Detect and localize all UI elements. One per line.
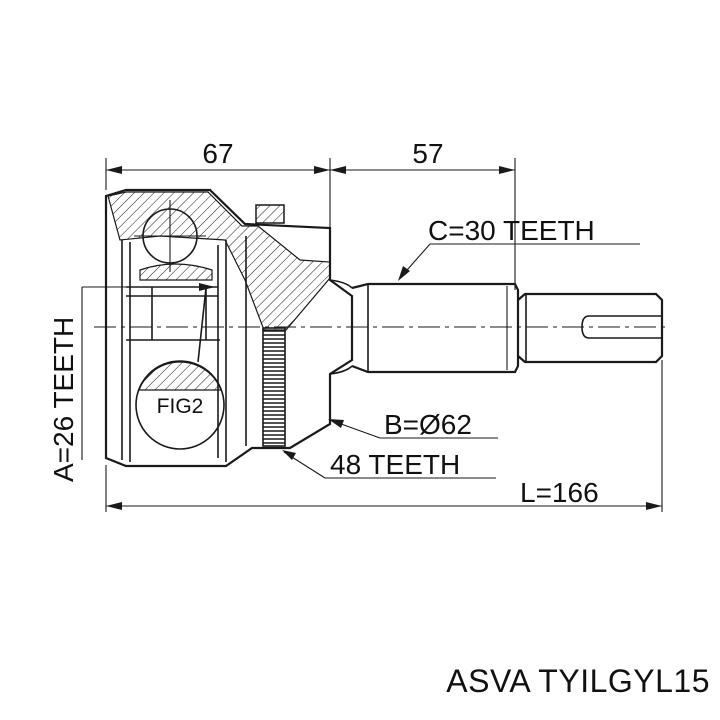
dimension-67-label: 67 — [202, 138, 233, 169]
dimension-length-label: L=166 — [520, 477, 599, 508]
dimension-67: 67 — [106, 138, 330, 174]
leader-b-diameter: B=Ø62 — [328, 409, 498, 440]
leader-abs-teeth: 48 TEETH — [282, 449, 496, 480]
joint-ball — [134, 200, 213, 281]
abs-ring — [262, 327, 286, 447]
fig2-detail: FIG2 — [135, 287, 225, 450]
output-shaft — [351, 282, 664, 374]
outer-race-housing — [104, 188, 354, 468]
dimension-57-label: 57 — [412, 138, 443, 169]
dimension-a-teeth-label: A=26 TEETH — [48, 317, 79, 482]
dimension-length: L=166 — [106, 477, 662, 510]
abs-teeth-label: 48 TEETH — [330, 449, 460, 480]
dimension-57: 57 — [330, 138, 515, 174]
seal-b-label: B=Ø62 — [384, 409, 472, 440]
leader-c-teeth: C=30 TEETH — [398, 215, 640, 281]
fig2-label: FIG2 — [157, 395, 204, 418]
spline-c-label: C=30 TEETH — [428, 215, 595, 246]
part-code: ASVA TYILGYL15 — [446, 663, 710, 699]
